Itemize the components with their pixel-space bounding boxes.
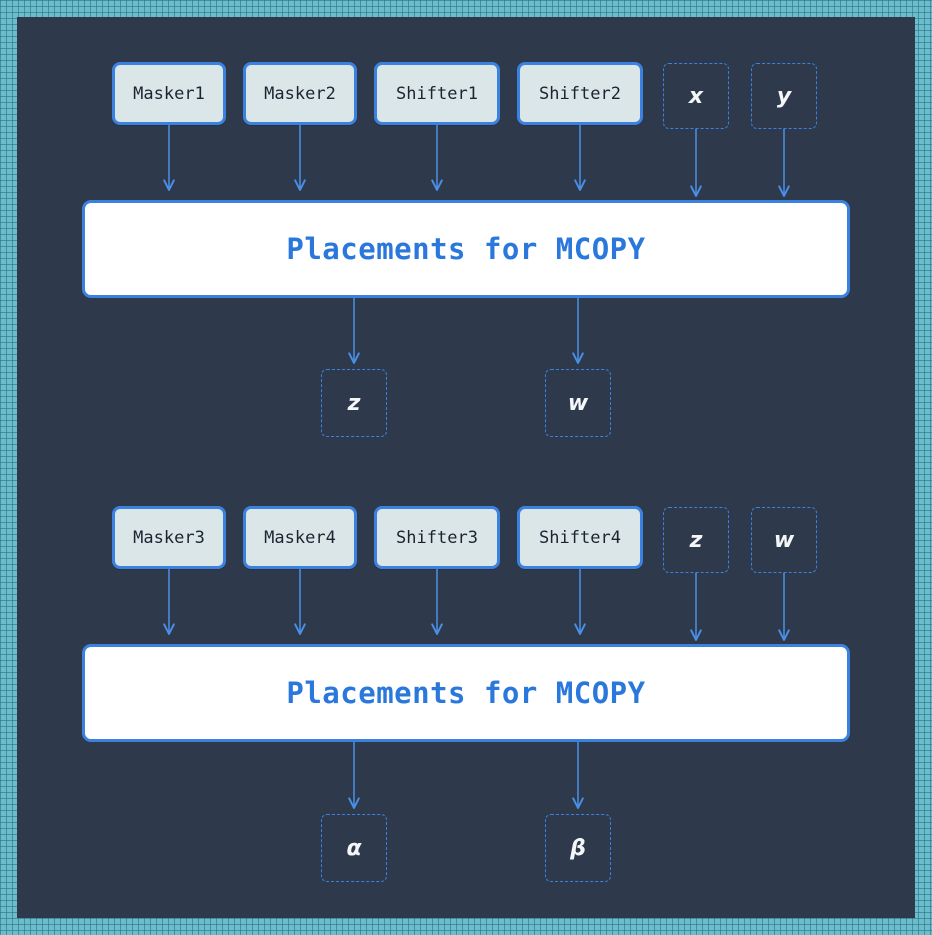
masker4-node: Masker4 — [243, 506, 357, 569]
masker2-node: Masker2 — [243, 62, 357, 125]
shifter3-node: Shifter3 — [374, 506, 500, 569]
shifter2-node: Shifter2 — [517, 62, 643, 125]
var-z-output: z — [321, 369, 387, 437]
placements-process-box: Placements for MCOPY — [82, 200, 850, 298]
var-x-input: x — [663, 63, 729, 129]
var-w-output: w — [545, 369, 611, 437]
masker1-node: Masker1 — [112, 62, 226, 125]
shifter4-node: Shifter4 — [517, 506, 643, 569]
var-beta-output: β — [545, 814, 611, 882]
var-y-input: y — [751, 63, 817, 129]
placements-process-box: Placements for MCOPY — [82, 644, 850, 742]
masker3-node: Masker3 — [112, 506, 226, 569]
var-z-input: z — [663, 507, 729, 573]
var-alpha-output: α — [321, 814, 387, 882]
diagram-canvas — [17, 17, 915, 918]
shifter1-node: Shifter1 — [374, 62, 500, 125]
var-w-input: w — [751, 507, 817, 573]
